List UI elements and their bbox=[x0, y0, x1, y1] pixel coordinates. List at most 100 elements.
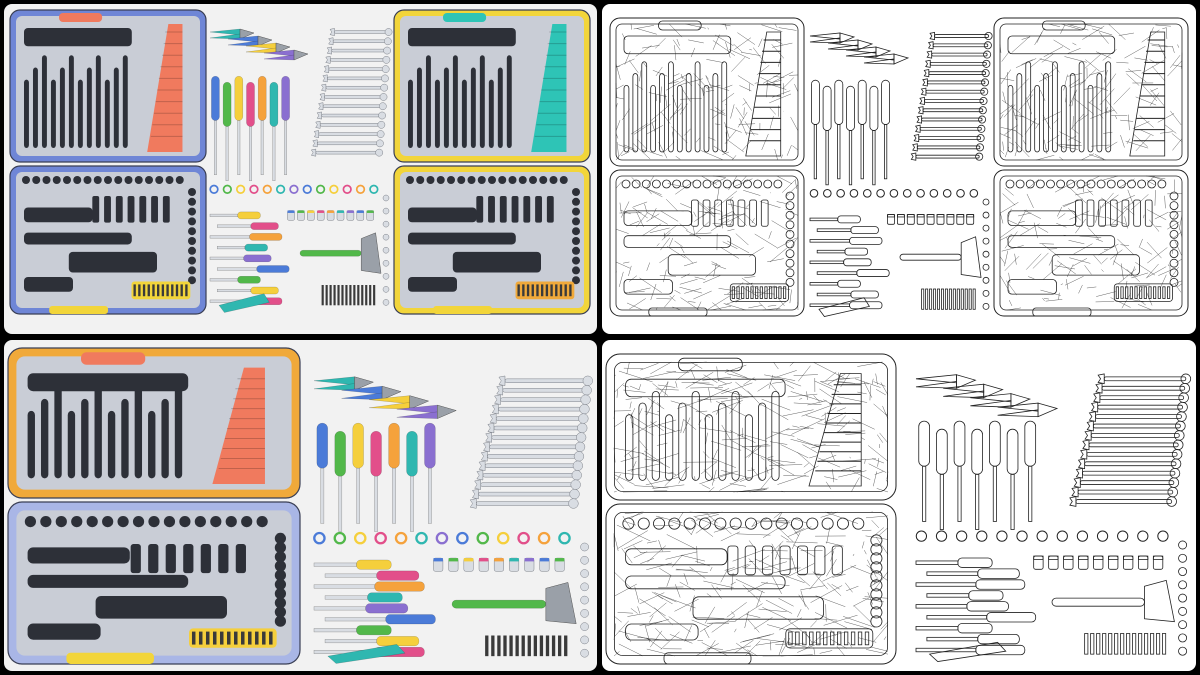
tool-slot bbox=[67, 410, 76, 479]
mesh-edge bbox=[769, 382, 779, 395]
case-handle bbox=[658, 20, 702, 31]
socket-hole bbox=[1005, 179, 1015, 189]
mesh-edge bbox=[747, 390, 762, 406]
mesh-edge bbox=[1101, 269, 1104, 272]
mesh-edge bbox=[695, 221, 710, 234]
mesh-edge bbox=[705, 76, 713, 89]
wrench-open-end bbox=[483, 441, 490, 453]
mesh-edge bbox=[622, 515, 631, 529]
mesh-edge bbox=[1024, 209, 1042, 219]
mesh-edge bbox=[769, 247, 788, 263]
mesh-edge bbox=[1155, 225, 1162, 228]
pliers-jaw bbox=[239, 28, 255, 40]
mesh-edge bbox=[649, 602, 667, 618]
screwdriver bbox=[834, 79, 844, 180]
ratchet-extension bbox=[209, 233, 283, 241]
socket-hole bbox=[572, 246, 580, 255]
mesh-edge bbox=[729, 483, 747, 487]
mesh-edge bbox=[714, 387, 743, 396]
bit-slot bbox=[1144, 199, 1153, 227]
wrench-ring bbox=[979, 96, 988, 105]
bit bbox=[198, 631, 203, 645]
mesh-edge bbox=[1060, 283, 1064, 285]
mesh-edge bbox=[771, 540, 784, 554]
mesh-edge bbox=[675, 156, 681, 160]
bit bbox=[241, 631, 245, 645]
socket-hole bbox=[1169, 220, 1179, 230]
mesh-edge bbox=[644, 410, 660, 416]
hammer-head bbox=[545, 582, 577, 624]
bit-slot bbox=[127, 196, 135, 223]
mesh-edge bbox=[640, 362, 659, 371]
mesh-lines bbox=[999, 175, 1183, 311]
foam-insert bbox=[615, 23, 799, 161]
screwdriver-shaft bbox=[848, 130, 853, 186]
tool-slot bbox=[650, 85, 656, 153]
mesh-edge bbox=[761, 133, 769, 151]
mesh-edge bbox=[639, 598, 666, 617]
combination-wrench bbox=[480, 451, 585, 462]
socket-color-ring bbox=[327, 210, 335, 213]
tool-slot bbox=[659, 73, 665, 153]
mesh-edge bbox=[703, 374, 718, 383]
mesh-edge bbox=[760, 404, 789, 421]
mesh-edge bbox=[1135, 96, 1157, 106]
mesh-edge bbox=[1177, 44, 1180, 48]
socket-color-ring bbox=[539, 558, 550, 562]
tool-shaft bbox=[324, 573, 377, 578]
mesh-edge bbox=[1086, 286, 1097, 289]
bit bbox=[1120, 286, 1124, 299]
mesh-edge bbox=[769, 464, 803, 467]
tool-shaft bbox=[313, 628, 357, 633]
screwdriver-shaft bbox=[284, 120, 287, 175]
mesh-edge bbox=[776, 237, 797, 249]
screwdriver-shaft bbox=[992, 465, 997, 522]
mesh-edge bbox=[1002, 141, 1004, 151]
bit bbox=[142, 284, 146, 297]
mesh-edge bbox=[756, 65, 770, 76]
socket-hole bbox=[683, 517, 696, 530]
socket-small bbox=[382, 194, 390, 202]
mesh-edge bbox=[857, 361, 883, 367]
socket-hole bbox=[1137, 179, 1147, 189]
mesh-edge bbox=[620, 151, 630, 157]
mesh-edge bbox=[1112, 252, 1118, 266]
mesh-edge bbox=[999, 233, 1013, 241]
socket-hole bbox=[467, 176, 476, 184]
mesh-edge bbox=[647, 175, 655, 187]
mesh-edge bbox=[627, 463, 661, 471]
mesh-edge bbox=[1151, 175, 1166, 182]
tool-slot bbox=[77, 79, 83, 148]
bit bbox=[802, 631, 807, 646]
mesh-edge bbox=[793, 402, 822, 405]
mesh-edge bbox=[618, 271, 624, 288]
tool-handle bbox=[376, 636, 420, 647]
mesh-edge bbox=[729, 219, 734, 226]
mesh-edge bbox=[732, 549, 765, 562]
mesh-edge bbox=[718, 214, 733, 221]
bit bbox=[517, 284, 520, 297]
mesh-edge bbox=[1014, 114, 1025, 118]
mesh-edge bbox=[763, 73, 780, 84]
mesh-edge bbox=[786, 384, 795, 389]
mesh-edge bbox=[629, 298, 646, 310]
mesh-edge bbox=[1170, 266, 1179, 279]
socket-hole bbox=[753, 179, 763, 189]
combination-wrench bbox=[469, 498, 579, 509]
mesh-edge bbox=[756, 638, 787, 643]
tool-shaft bbox=[324, 639, 377, 644]
screwdriver-shaft bbox=[872, 130, 876, 186]
socket bbox=[966, 214, 975, 225]
mesh-edge bbox=[673, 466, 690, 478]
socket-small bbox=[1178, 593, 1188, 603]
socket-hole bbox=[572, 266, 580, 275]
mesh-edge bbox=[724, 364, 747, 373]
mesh-edge bbox=[630, 23, 632, 30]
mesh-edge bbox=[652, 453, 679, 462]
bit bbox=[750, 286, 754, 299]
wrench-body bbox=[504, 378, 589, 383]
mesh-edge bbox=[700, 150, 724, 161]
wrench-open-end bbox=[910, 152, 917, 161]
wrench-body bbox=[498, 406, 585, 412]
mesh-edge bbox=[707, 295, 731, 310]
